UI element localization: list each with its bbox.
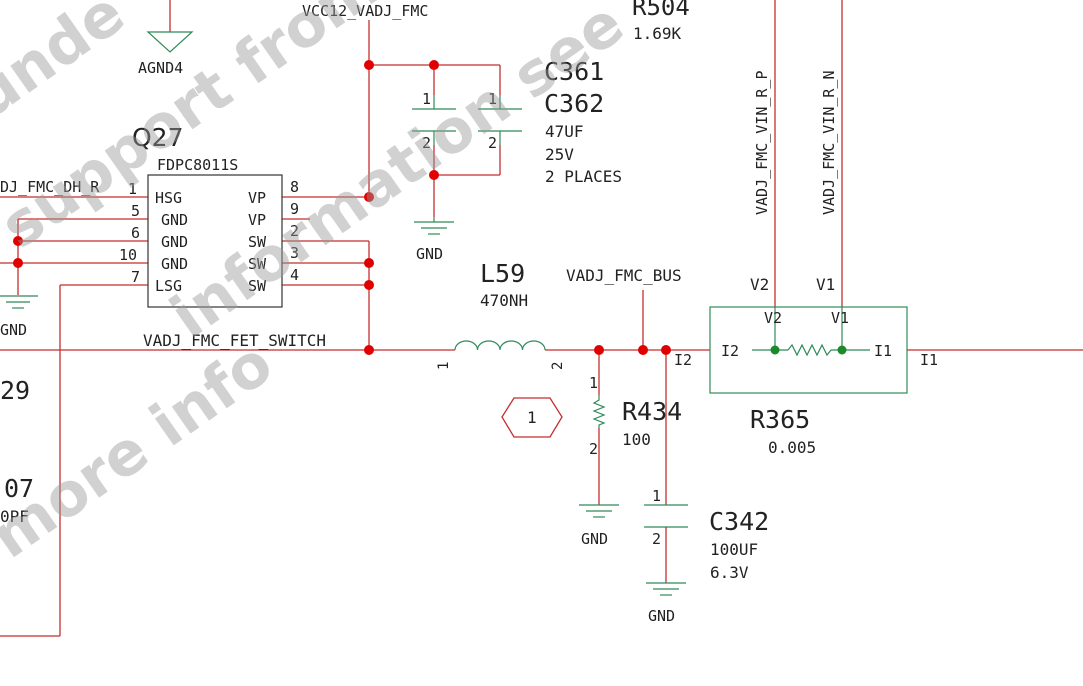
vcc12-net-label: VCC12_VADJ_FMC bbox=[302, 2, 428, 20]
junction-dots bbox=[13, 60, 671, 355]
q27-part: FDPC8011S bbox=[157, 156, 238, 174]
l59-value: 470NH bbox=[480, 291, 528, 310]
q27-pin-1: 1 bbox=[128, 180, 137, 198]
q27-pin-10: 10 bbox=[119, 246, 137, 264]
q27-pin-2: 2 bbox=[290, 222, 299, 240]
fmc-bus-net-label: VADJ_FMC_BUS bbox=[566, 266, 682, 285]
r504-value: 1.69K bbox=[633, 24, 682, 43]
c342-pin1: 1 bbox=[652, 487, 661, 505]
r365-pin-v2-inner: V2 bbox=[764, 309, 782, 327]
r365-pin-i1-inner: I1 bbox=[874, 342, 892, 360]
c342-value: 100UF bbox=[710, 540, 758, 559]
q27-pin-sw-2: SW bbox=[248, 233, 267, 251]
watermark-line-1: unde bbox=[0, 0, 137, 132]
gnd-label-left: GND bbox=[0, 321, 27, 339]
q27-pin-5: 5 bbox=[131, 202, 140, 220]
r434-pin2: 2 bbox=[589, 440, 598, 458]
c361-pin1: 1 bbox=[422, 90, 431, 108]
q27-pin-gnd-6: GND bbox=[161, 233, 188, 251]
r365-pin-v2-outer: V2 bbox=[750, 275, 769, 294]
c362-ref: C362 bbox=[544, 89, 604, 118]
partial-ref-07: 07 bbox=[4, 474, 34, 503]
q27-pin-9: 9 bbox=[290, 200, 299, 218]
c361-c362-capacitors: 1 2 1 2 C361 C362 47UF 25V 2 PLACES bbox=[412, 57, 622, 186]
r434-ref: R434 bbox=[622, 397, 682, 426]
watermark: unde support from information see more i… bbox=[0, 0, 636, 572]
partial-ref-pf: 0PF bbox=[0, 507, 29, 526]
r365-value: 0.005 bbox=[768, 438, 816, 457]
q27-pin-gnd-5: GND bbox=[161, 211, 188, 229]
q27-pin-hsg: HSG bbox=[155, 189, 182, 207]
r504-ref: R504 bbox=[632, 0, 690, 21]
q27-pin-sw-4: SW bbox=[248, 277, 267, 295]
q27-ref: Q27 bbox=[132, 123, 184, 152]
q27-pin-4: 4 bbox=[290, 266, 299, 284]
r434-pin1: 1 bbox=[589, 374, 598, 392]
dh-net-label: DJ_FMC_DH_R bbox=[0, 178, 100, 196]
c361-voltage: 25V bbox=[545, 145, 574, 164]
page-ref-number: 1 bbox=[527, 408, 537, 427]
r434-value: 100 bbox=[622, 430, 651, 449]
c361-ref: C361 bbox=[544, 57, 604, 86]
c342-ref: C342 bbox=[709, 507, 769, 536]
vin-n-net-label: VADJ_FMC_VIN_R_N bbox=[820, 71, 838, 216]
q27-pin-7: 7 bbox=[131, 268, 140, 286]
agnd4-label: AGND4 bbox=[138, 59, 183, 77]
c342-voltage: 6.3V bbox=[710, 563, 749, 582]
r365-pin-i2-inner: I2 bbox=[721, 342, 739, 360]
agnd4-symbol: AGND4 bbox=[138, 31, 194, 77]
q27-pin-lsg: LSG bbox=[155, 277, 182, 295]
vin-p-net-label: VADJ_FMC_VIN_R_P bbox=[753, 71, 771, 216]
c361-pin2: 2 bbox=[422, 134, 431, 152]
q27-fet: Q27 FDPC8011S 1 HSG 5 GND 6 GND 10 GND 7… bbox=[119, 123, 299, 308]
fet-switch-net-label: VADJ_FMC_FET_SWITCH bbox=[143, 331, 326, 350]
gnd-symbol-left: GND bbox=[0, 295, 38, 339]
r365-pin-v1-inner: V1 bbox=[831, 309, 849, 327]
q27-pin-3: 3 bbox=[290, 244, 299, 262]
partial-ref-29: 29 bbox=[0, 376, 30, 405]
q27-pin-6: 6 bbox=[131, 224, 140, 242]
c362-pin2: 2 bbox=[488, 134, 497, 152]
r365-pin-v1-outer: V1 bbox=[816, 275, 835, 294]
q27-pin-gnd-10: GND bbox=[161, 255, 188, 273]
i1-net-label: I1 bbox=[920, 351, 938, 369]
r365-sense-resistor: V2 V1 I2 I1 V2 V1 R365 0.005 bbox=[709, 275, 908, 457]
r365-ref: R365 bbox=[750, 405, 810, 434]
q27-pin-sw-3: SW bbox=[248, 255, 267, 273]
q27-pin-vp-8: VP bbox=[248, 189, 266, 207]
l59-pin1: 1 bbox=[436, 362, 452, 370]
l59-inductor: L59 470NH 1 2 bbox=[436, 259, 566, 370]
gnd-label-r434: GND bbox=[581, 530, 608, 548]
q27-pin-vp-9: VP bbox=[248, 211, 266, 229]
gnd-symbol-c342: GND bbox=[646, 582, 686, 625]
wires bbox=[0, 0, 1083, 637]
watermark-line-4: more info bbox=[0, 328, 285, 572]
c361-note: 2 PLACES bbox=[545, 167, 622, 186]
c362-pin1: 1 bbox=[488, 90, 497, 108]
r434-resistor: 1 2 R434 100 bbox=[589, 374, 682, 458]
gnd-symbol-r434: GND bbox=[579, 504, 619, 548]
l59-pin2: 2 bbox=[550, 362, 566, 370]
q27-pin-8: 8 bbox=[290, 178, 299, 196]
c342-pin2: 2 bbox=[652, 530, 661, 548]
page-ref-hexagon: 1 bbox=[501, 397, 563, 438]
l59-ref: L59 bbox=[480, 259, 525, 288]
gnd-symbol-c361: GND bbox=[414, 217, 454, 263]
gnd-label-c342: GND bbox=[648, 607, 675, 625]
gnd-label-c361: GND bbox=[416, 245, 443, 263]
c361-value: 47UF bbox=[545, 122, 584, 141]
c342-capacitor: 1 2 C342 100UF 6.3V bbox=[644, 487, 769, 583]
i2-net-label-left: I2 bbox=[674, 351, 692, 369]
